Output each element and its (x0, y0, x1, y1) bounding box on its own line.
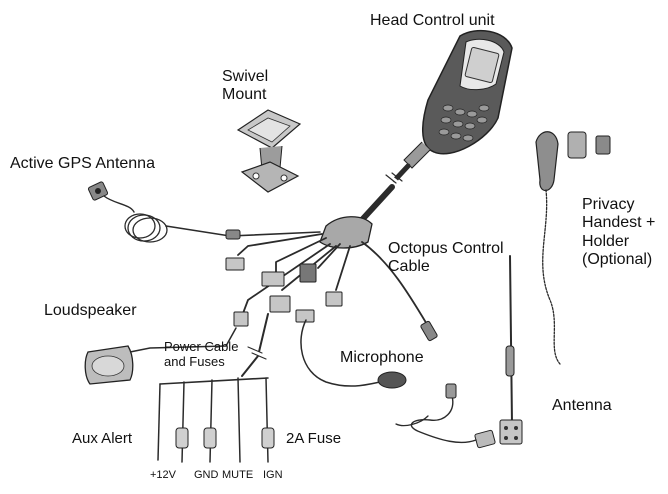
inline-fuses (176, 428, 274, 448)
swivel-mount-image (238, 110, 300, 192)
power-cable-image (158, 314, 274, 462)
fuse-2a-label: 2A Fuse (286, 430, 341, 447)
privacy-handset-label: Privacy Handest + Holder (Optional) (582, 196, 655, 270)
wire-gnd-label: GND (194, 469, 218, 482)
wire-ign-label: IGN (263, 469, 283, 482)
power-cable-label: Power Cable and Fuses (164, 340, 238, 370)
active-gps-antenna-label: Active GPS Antenna (10, 155, 155, 173)
wire-12v-label: +12V (150, 469, 176, 482)
microphone-label: Microphone (340, 349, 424, 367)
head-control-unit-label: Head Control unit (370, 12, 495, 30)
octopus-control-cable-label: Octopus Control Cable (388, 240, 504, 277)
antenna-label: Antenna (552, 397, 612, 415)
aux-alert-label: Aux Alert (72, 430, 132, 447)
wire-mute-label: MUTE (222, 469, 253, 482)
swivel-mount-label: Swivel Mount (222, 68, 268, 105)
head-control-unit-image (404, 31, 512, 168)
loudspeaker-label: Loudspeaker (44, 302, 137, 320)
gps-antenna-image (88, 181, 320, 242)
